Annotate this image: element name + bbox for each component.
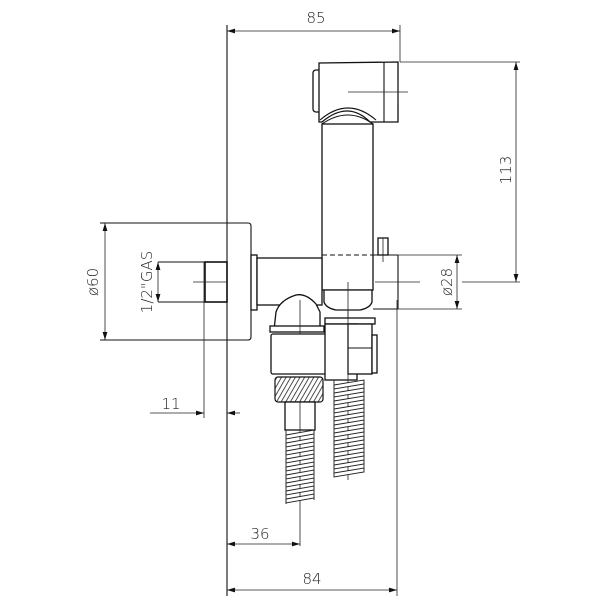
dimension-36: 36 [227, 525, 300, 547]
dimension-label: 85 [306, 9, 325, 27]
hose-coil [333, 435, 365, 446]
wall-flange: ø60 [84, 222, 258, 341]
valve-body [270, 310, 378, 480]
dimension-diameter-28: ø28 [398, 254, 462, 310]
threaded-pipe: 1/2"GAS [138, 251, 228, 313]
dimension-11: 11 [150, 262, 240, 418]
hose-right [333, 379, 365, 478]
hose-coil [333, 467, 365, 478]
handset-head [312, 61, 408, 125]
valve-elbow [269, 294, 325, 335]
hose-coil [333, 427, 365, 438]
dimension-label: ø28 [438, 268, 456, 296]
dimension-84: 84 [227, 300, 398, 596]
dimension-label: 1/2"GAS [138, 251, 156, 313]
hose-coil [333, 379, 365, 390]
hose-coil [333, 411, 365, 422]
hose-coil [333, 443, 365, 454]
dimension-85: 85 [227, 9, 401, 62]
dimension-label: ø60 [84, 268, 102, 296]
holder-bracket [322, 254, 420, 310]
hose-coil [333, 419, 365, 430]
dimension-113: 113 [400, 61, 520, 283]
hose-coil [333, 387, 365, 398]
hose-coil [333, 459, 365, 470]
dimension-label: 11 [161, 395, 180, 413]
hose-coil [333, 451, 365, 462]
dimension-label: 36 [250, 525, 269, 543]
hose-coil [333, 403, 365, 414]
handset-handle [321, 123, 374, 330]
hose-left [284, 401, 316, 546]
dimension-label: 84 [302, 570, 321, 588]
knurled-nut [274, 376, 324, 403]
hose-coil [333, 395, 365, 406]
dimension-label: 113 [497, 156, 515, 185]
